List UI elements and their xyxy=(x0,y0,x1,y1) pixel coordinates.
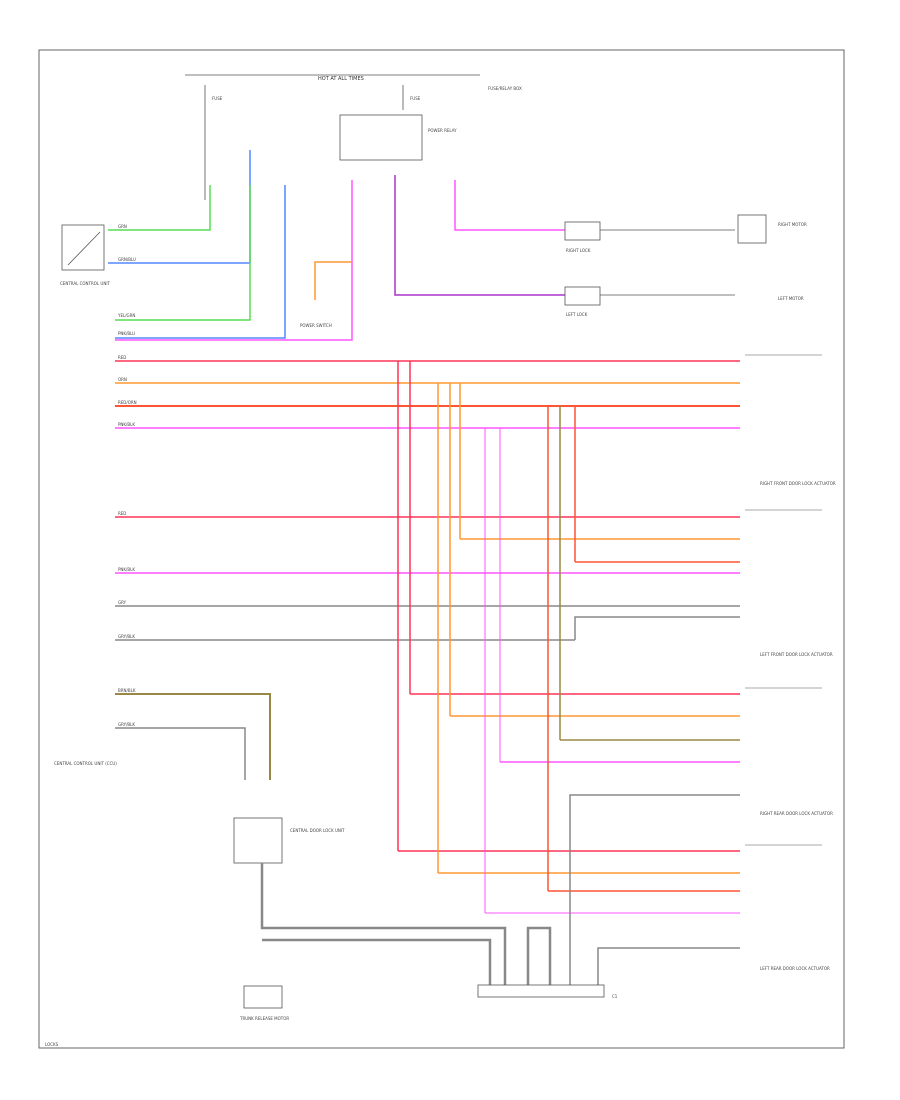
wire-green-2 xyxy=(115,185,251,321)
wire-w9-label: GRY/BLK xyxy=(118,634,135,639)
wire-blue-2 xyxy=(115,185,286,339)
power-bus-label: HOT AT ALL TIMES xyxy=(318,76,364,82)
door-actuators xyxy=(745,354,822,846)
right-motor xyxy=(737,214,767,244)
wire-pink-rmotor xyxy=(454,180,565,231)
ecu-a xyxy=(61,224,105,271)
wire-w2-label: ORN xyxy=(118,377,127,382)
wire-gray-ccu xyxy=(115,727,246,780)
ctrl-unit-label: CENTRAL DOOR LOCK UNIT xyxy=(290,828,345,833)
wire-purple-lmotor xyxy=(394,175,565,296)
wire-gray-bottom-2 xyxy=(262,938,492,985)
right-lock-label: RIGHT LOCK xyxy=(566,248,591,253)
wire-w7-label: PNK/BLK xyxy=(118,567,135,572)
junction-box-label: FUSE/RELAY BOX xyxy=(488,86,522,91)
fuse-a-label: FUSE xyxy=(212,96,223,101)
ecu-a-label: CENTRAL CONTROL UNIT xyxy=(60,281,111,286)
bottom-conn-label: C1 xyxy=(612,994,618,999)
wire-green-1 xyxy=(108,185,211,231)
wire-g3-label: YEL/GRN xyxy=(117,313,135,318)
footer-label: LOCKS xyxy=(45,1042,59,1047)
wire-w3-label: RED/ORN xyxy=(118,400,137,405)
rr-door-label: RIGHT REAR DOOR LOCK ACTUATOR xyxy=(760,811,833,816)
wire-w10-label: BRN/BLK xyxy=(118,688,136,693)
wire-w1-label: RED xyxy=(118,355,126,360)
left-motor-label: LEFT MOTOR xyxy=(778,296,804,301)
harness-lines xyxy=(115,360,740,914)
ecu-b-label: CENTRAL CONTROL UNIT (CCU) xyxy=(54,761,117,766)
power-relay xyxy=(339,114,423,161)
trunk-label: TRUNK RELEASE MOTOR xyxy=(239,1016,289,1021)
riser-lines xyxy=(397,361,576,913)
wire-g4-label: PNK/BLU xyxy=(118,331,135,336)
fuse-b-label: FUSE xyxy=(410,96,421,101)
trunk-release-motor xyxy=(243,985,283,1009)
right-motor-label: RIGHT MOTOR xyxy=(778,222,807,227)
wire-w8-label: GRY xyxy=(118,600,127,605)
left-lock xyxy=(564,286,601,306)
rf-door-label: RIGHT FRONT DOOR LOCK ACTUATOR xyxy=(760,481,836,486)
central-lock-unit xyxy=(233,817,283,864)
wire-w4-label: PNK/BLK xyxy=(118,422,135,427)
wire-brown xyxy=(115,693,271,780)
wire-w11-label: GRY/BLK xyxy=(118,722,135,727)
left-lock-label: LEFT LOCK xyxy=(566,312,588,317)
lr-door-label: LEFT REAR DOOR LOCK ACTUATOR xyxy=(760,966,830,971)
switch-label: POWER SWITCH xyxy=(300,323,332,328)
wire-blue-1 xyxy=(108,150,251,264)
wire-gray-bottom-1 xyxy=(260,863,507,985)
wire-g1-label: GRN xyxy=(118,224,127,229)
wire-g2-label: GRN/BLU xyxy=(118,257,136,262)
bottom-connector xyxy=(477,984,605,998)
right-lock xyxy=(564,221,601,241)
wire-pink-top xyxy=(115,180,353,341)
relay-label: POWER RELAY xyxy=(428,128,457,133)
diagram-frame xyxy=(38,49,845,1049)
wire-w5-label: RED xyxy=(118,511,126,516)
lf-door-label: LEFT FRONT DOOR LOCK ACTUATOR xyxy=(760,652,833,657)
